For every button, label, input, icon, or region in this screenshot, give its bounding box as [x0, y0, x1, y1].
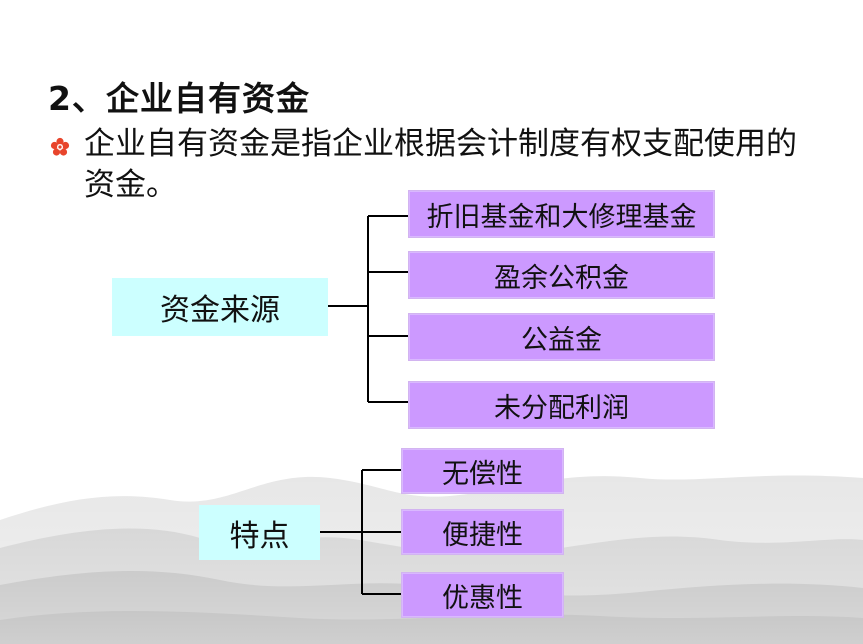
definition-paragraph: 企业自有资金是指企业根据会计制度有权支配使用的资金。	[84, 126, 797, 203]
features-root-box: 特点	[199, 505, 320, 560]
source-item-depreciation: 折旧基金和大修理基金	[408, 190, 715, 238]
feature-item-free: 无偿性	[401, 448, 564, 494]
source-item-undistributed-profit: 未分配利润	[408, 381, 715, 429]
feature-item-convenient: 便捷性	[401, 509, 564, 555]
sources-root-box: 资金来源	[112, 278, 328, 336]
source-item-welfare-fund: 公益金	[408, 313, 715, 361]
flower-bullet-icon	[50, 137, 70, 156]
feature-item-preferential: 优惠性	[401, 572, 564, 618]
slide-title: 2、企业自有资金	[48, 79, 310, 118]
source-item-surplus-reserve: 盈余公积金	[408, 251, 715, 299]
